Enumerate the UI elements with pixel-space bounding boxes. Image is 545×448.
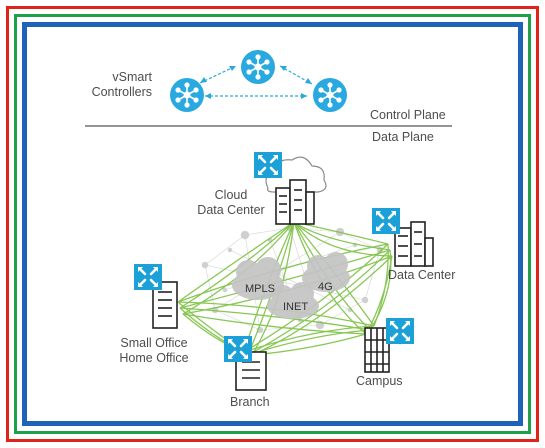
vsmart-controllers-label: vSmart Controllers	[91, 70, 152, 99]
blue-frame	[22, 22, 523, 426]
soho-router-icon	[132, 262, 164, 292]
soho-label: Small Office Home Office	[119, 336, 189, 365]
branch-router-icon	[222, 334, 254, 364]
data-plane-label: Data Plane	[372, 130, 434, 144]
campus-building-icon	[364, 327, 390, 373]
cloud-datacenter-label: Cloud Data Center	[197, 188, 265, 217]
branch-label: Branch	[230, 395, 270, 409]
controller-link-arrows	[200, 66, 312, 99]
outer-red-frame	[6, 6, 539, 442]
campus-router-icon	[384, 316, 416, 346]
lte-cloud	[302, 252, 350, 292]
vsmart-controller-icon-top	[240, 49, 276, 85]
campus-label: Campus	[356, 374, 403, 388]
lte-label: 4G	[318, 281, 333, 293]
datacenter-building-icon	[394, 221, 434, 267]
datacenter-router-icon	[370, 206, 402, 236]
inet-label: INET	[283, 301, 309, 313]
cloud-datacenter-building-icon	[275, 179, 315, 225]
cloud-datacenter-router-icon	[252, 150, 284, 180]
mpls-cloud	[232, 257, 284, 300]
datacenter-label: Data Center	[388, 268, 456, 282]
vsmart-controller-icon-left	[169, 77, 205, 113]
control-plane-label: Control Plane	[370, 108, 446, 122]
soho-building-icon	[152, 281, 178, 329]
vsmart-controller-icon-right	[312, 77, 348, 113]
mpls-label: MPLS	[245, 283, 275, 295]
inet-cloud	[267, 282, 319, 319]
green-frame	[14, 14, 531, 434]
